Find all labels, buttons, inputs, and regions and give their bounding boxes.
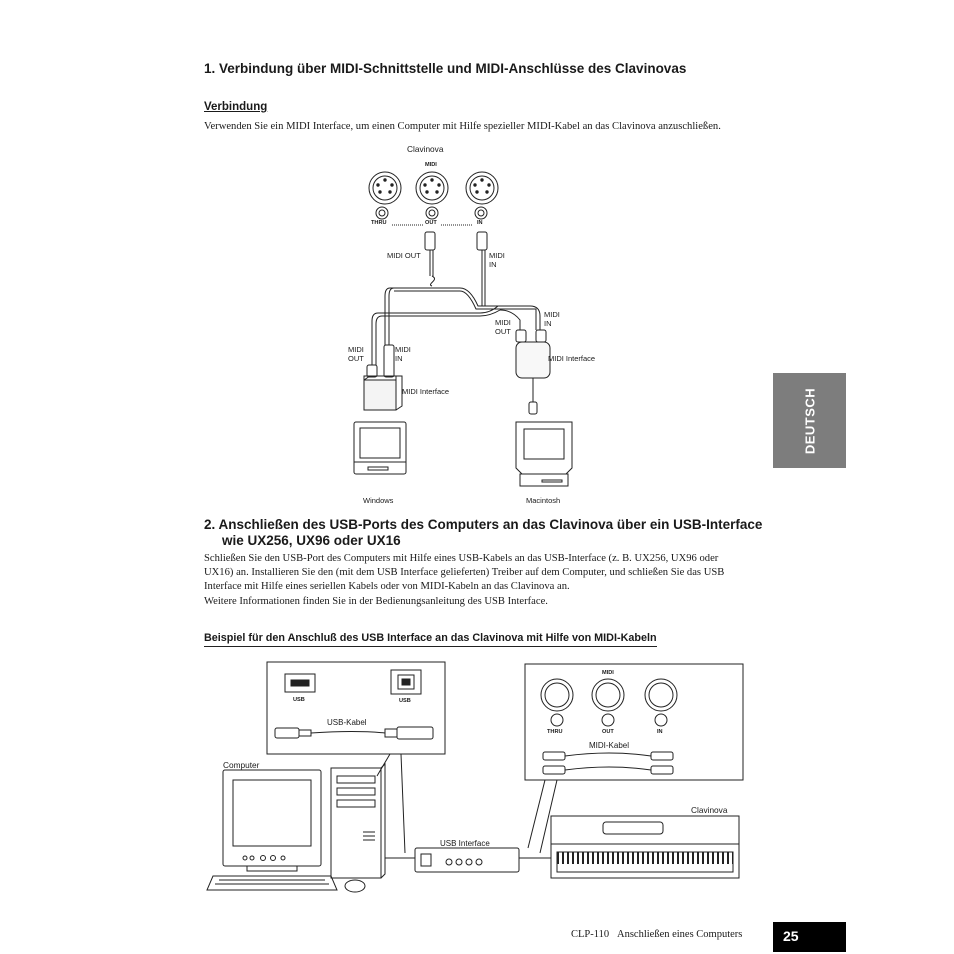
example-heading: Beispiel für den Anschluß des USB Interf…: [204, 632, 657, 647]
macintosh-label: Macintosh: [526, 496, 561, 505]
right-midi-out-label-1: MIDI: [495, 318, 511, 327]
midi-cable-label: MIDI-Kabel: [589, 741, 630, 750]
section-2-heading-line-1: 2. Anschließen des USB-Ports des Compute…: [204, 517, 763, 532]
midi-in-socket: [465, 171, 499, 205]
midi-in-top-label-2: IN: [489, 260, 497, 269]
midi-in-socket-2: [644, 678, 678, 712]
midi-in-top-label-1: MIDI: [489, 251, 505, 260]
midi-label-2: MIDI: [602, 670, 614, 676]
usb-interface-diagram: USB USB USB-Kabel Computer USB Interface…: [205, 658, 750, 898]
language-tab: DEUTSCH: [773, 373, 846, 468]
midi-out-top-label: MIDI OUT: [387, 251, 421, 260]
page-number: 25: [783, 928, 799, 944]
section-2-text-line-3: Interface mit Hilfe eines seriellen Kabe…: [204, 581, 570, 592]
midi-interface-left-label: MIDI Interface: [402, 387, 450, 396]
in-label: IN: [477, 220, 483, 226]
usb-a-label: USB: [293, 697, 305, 703]
footer-model: CLP-110: [571, 929, 610, 940]
section-2-text-line-1: Schließen Sie den USB-Port des Computers…: [204, 553, 719, 564]
out-label: OUT: [425, 220, 437, 226]
windows-label: Windows: [363, 496, 394, 505]
midi-out-socket-2: [591, 678, 625, 712]
left-midi-out-label-1: MIDI: [348, 345, 364, 354]
midi-label: MIDI: [425, 162, 437, 168]
section-2-heading-line-2: wie UX256, UX96 oder UX16: [222, 533, 401, 548]
usb-b-label: USB: [399, 698, 411, 704]
midi-out-socket: [415, 171, 449, 205]
right-midi-in-label-2: IN: [544, 319, 552, 328]
computer-label: Computer: [223, 760, 260, 770]
section-2-text-line-4: Weitere Informationen finden Sie in der …: [204, 596, 548, 607]
left-midi-in-label-2: IN: [395, 354, 403, 363]
right-midi-in-label-1: MIDI: [544, 310, 560, 319]
footer-chapter: Anschließen eines Computers: [617, 929, 743, 940]
usb-cable-label: USB-Kabel: [327, 718, 367, 727]
section-1-text: Verwenden Sie ein MIDI Interface, um ein…: [204, 121, 721, 132]
section-2-text-line-2: UX16) an. Installieren Sie den (mit dem …: [204, 567, 725, 578]
midi-interface-diagram: Clavinova MIDI THRU OUT IN MIDI OUT MIDI…: [340, 140, 630, 510]
thru-label-2: THRU: [547, 729, 563, 735]
piano-keys: [557, 852, 733, 864]
language-tab-label: DEUTSCH: [802, 387, 817, 454]
out-label-2: OUT: [602, 729, 614, 735]
section-1-subheading: Verbindung: [204, 101, 268, 113]
midi-thru-socket-2: [540, 678, 574, 712]
in-label-2: IN: [657, 729, 663, 735]
thru-label: THRU: [371, 220, 387, 226]
clavinova-label: Clavinova: [407, 144, 444, 154]
left-midi-out-label-2: OUT: [348, 354, 364, 363]
left-midi-in-label-1: MIDI: [395, 345, 411, 354]
clavinova-label-2: Clavinova: [691, 805, 728, 815]
right-midi-out-label-2: OUT: [495, 327, 511, 336]
midi-interface-right-label: MIDI Interface: [548, 354, 596, 363]
section-1-heading: 1. Verbindung über MIDI-Schnittstelle un…: [204, 61, 687, 76]
usb-interface-label: USB Interface: [440, 839, 490, 848]
midi-thru-socket: [368, 171, 402, 205]
page-number-box: 25: [773, 922, 846, 952]
